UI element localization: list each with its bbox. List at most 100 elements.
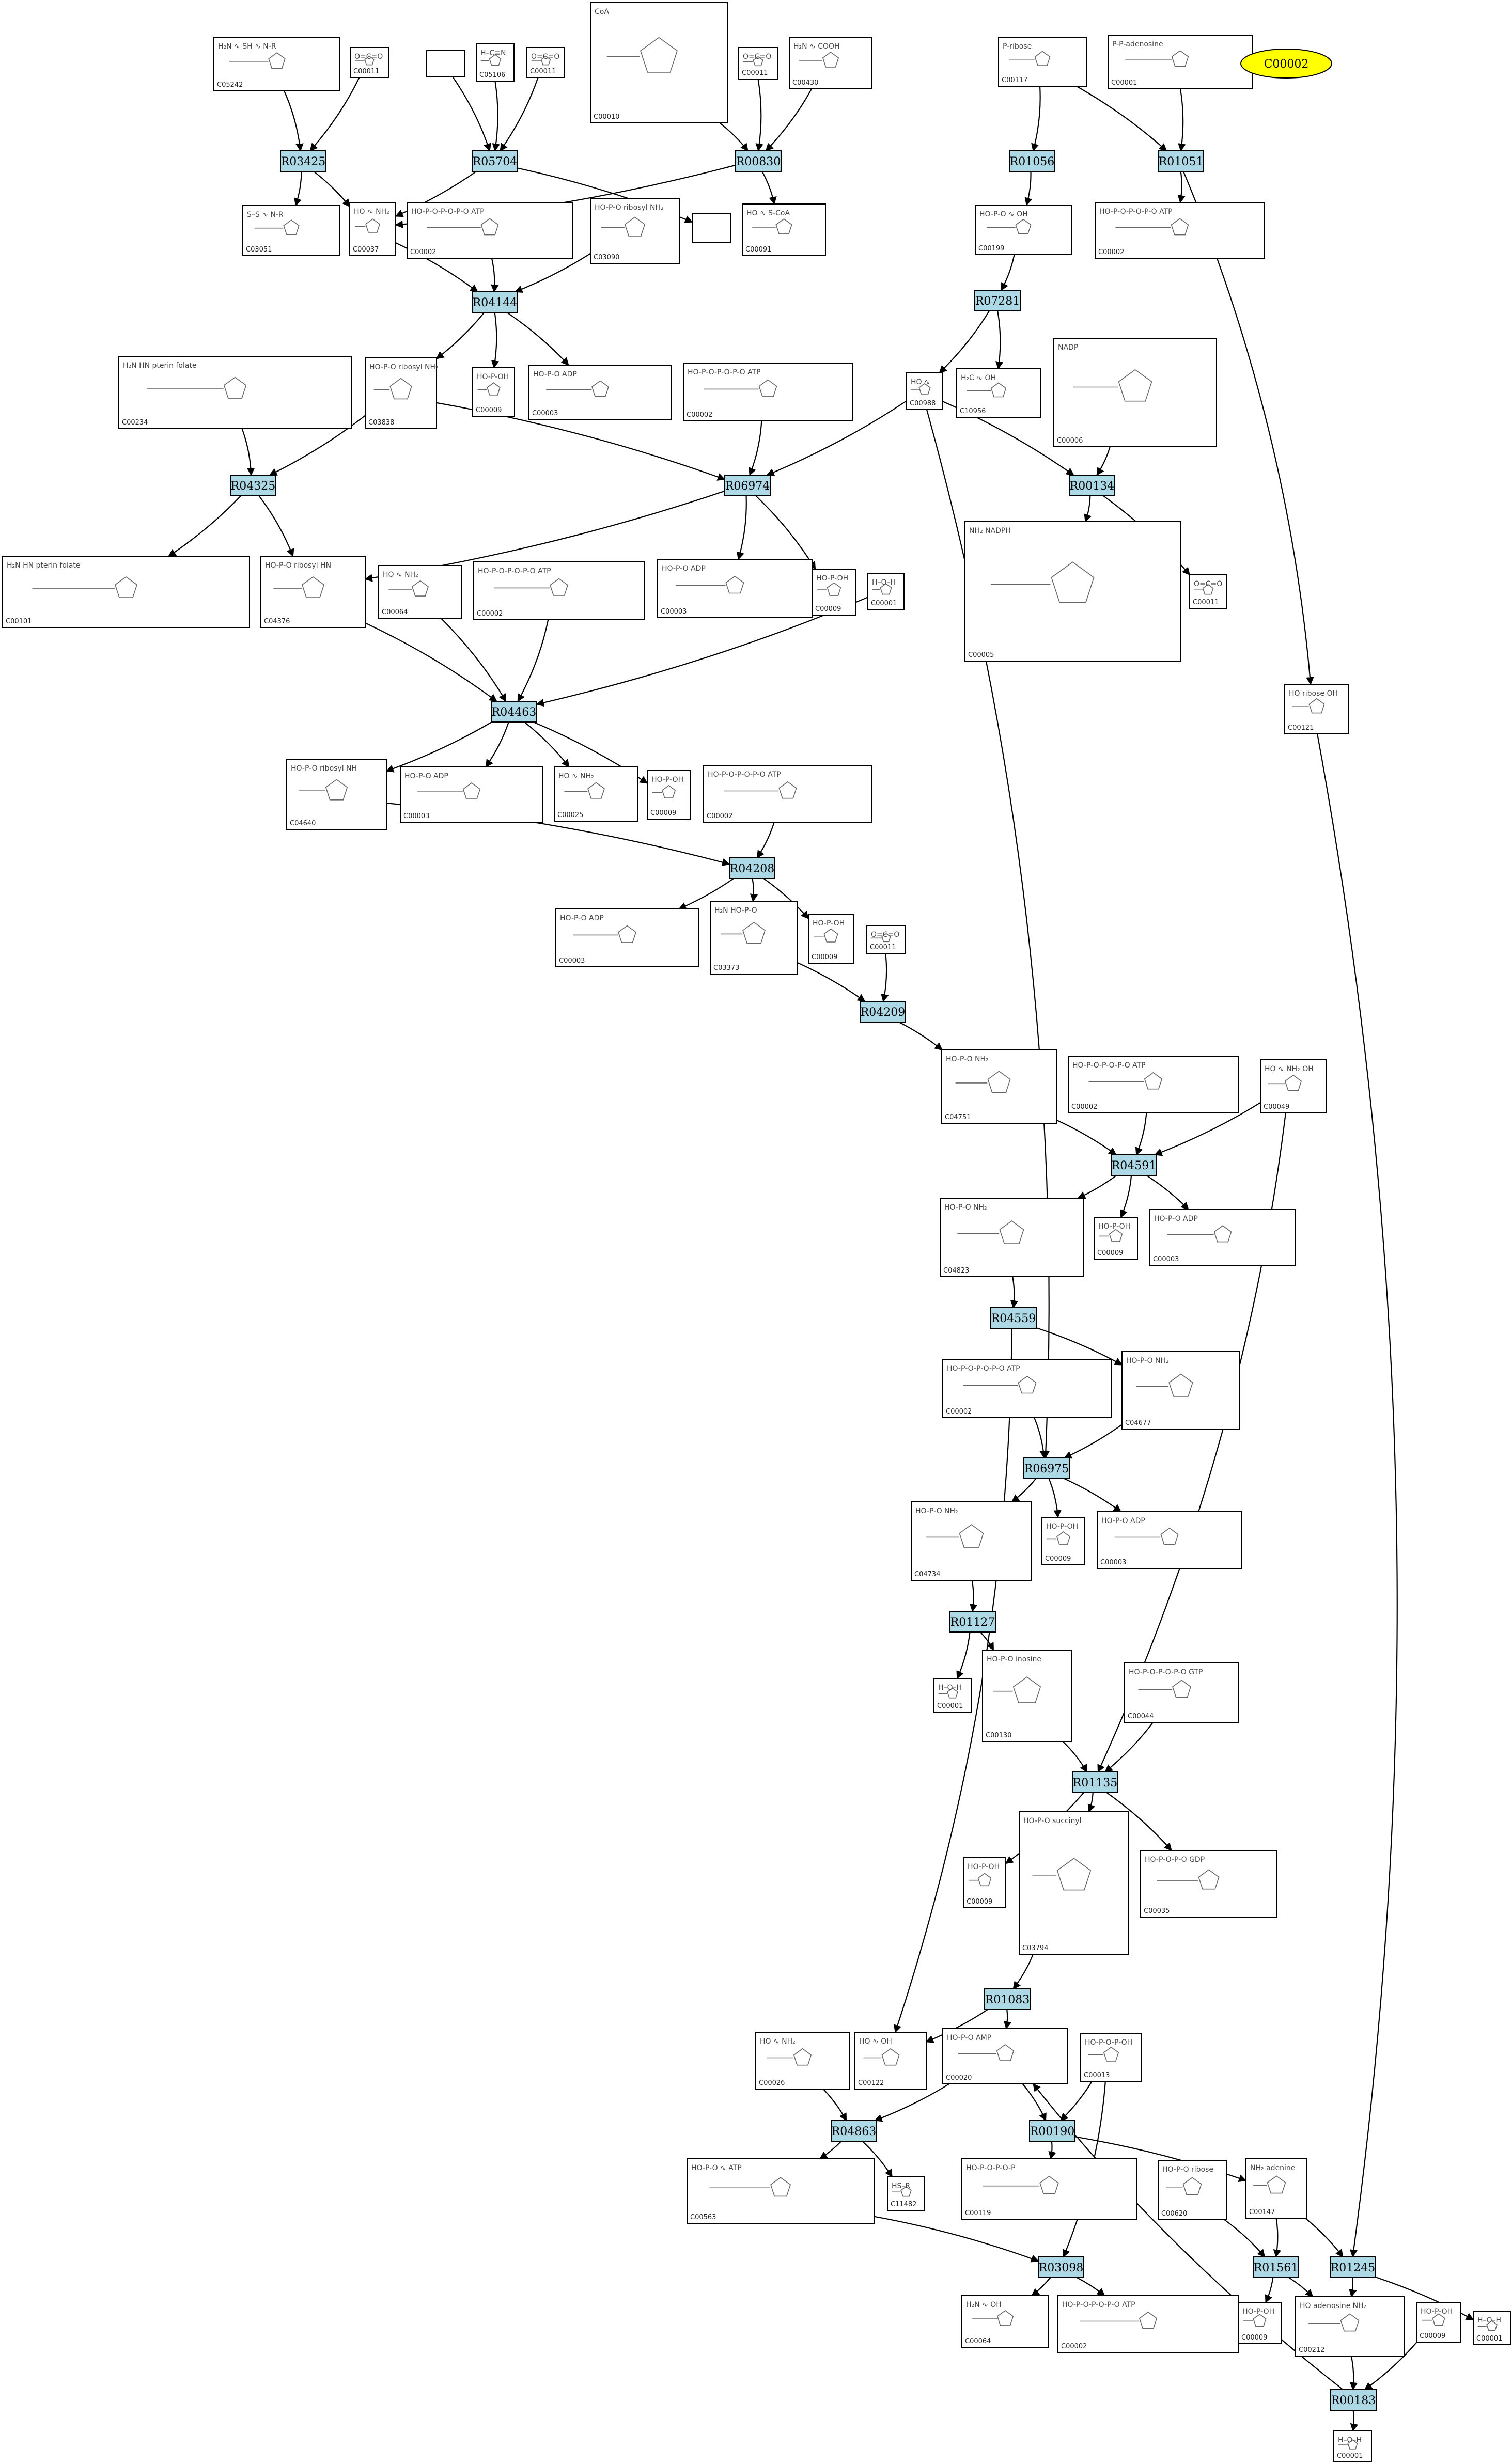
- reaction-R04863[interactable]: R04863: [831, 2120, 877, 2142]
- reaction-R07281[interactable]: R07281: [974, 290, 1021, 311]
- compound-box[interactable]: [703, 765, 872, 823]
- compound-box[interactable]: [1053, 338, 1217, 447]
- compound-box[interactable]: [738, 47, 778, 80]
- reaction-R04209[interactable]: R04209: [860, 1001, 906, 1023]
- reaction-R04591[interactable]: R04591: [1111, 1154, 1157, 1176]
- compound-box[interactable]: [1019, 1811, 1129, 1955]
- compound-box[interactable]: [349, 202, 396, 256]
- compound-box[interactable]: [963, 1857, 1006, 1908]
- reaction-R04208[interactable]: R04208: [729, 857, 775, 879]
- compound-box[interactable]: [887, 2176, 925, 2211]
- compound-box[interactable]: [687, 2158, 875, 2224]
- compound-box[interactable]: [1057, 2295, 1239, 2353]
- compound-box[interactable]: [647, 770, 691, 820]
- reaction-box[interactable]: [1069, 475, 1115, 496]
- compound-box[interactable]: [742, 203, 826, 256]
- compound-box[interactable]: [1068, 1056, 1239, 1113]
- compound-box[interactable]: [998, 37, 1087, 87]
- reaction-R00134[interactable]: R00134: [1069, 475, 1115, 496]
- reaction-box[interactable]: [1111, 1154, 1157, 1176]
- compound-box[interactable]: [1097, 1511, 1242, 1569]
- compound-box[interactable]: [1238, 2302, 1282, 2344]
- compound-box[interactable]: [1260, 1059, 1327, 1113]
- reaction-R01083[interactable]: R01083: [984, 1988, 1031, 2010]
- compound-box[interactable]: [933, 1678, 972, 1713]
- reaction-R00830[interactable]: R00830: [735, 150, 782, 172]
- reaction-R04325[interactable]: R04325: [230, 475, 276, 496]
- compound-box[interactable]: [683, 363, 853, 421]
- compound-box[interactable]: [1124, 1662, 1239, 1723]
- compound-box[interactable]: [975, 205, 1072, 255]
- reaction-R05704[interactable]: R05704: [472, 150, 518, 172]
- compound-box[interactable]: [407, 202, 573, 259]
- reaction-R00183[interactable]: R00183: [1330, 2389, 1377, 2411]
- compound-box[interactable]: [590, 2, 728, 123]
- reaction-R04463[interactable]: R04463: [491, 701, 537, 723]
- compound-box[interactable]: [982, 1650, 1072, 1742]
- compound-box[interactable]: [260, 556, 366, 628]
- compound-box[interactable]: [1333, 2430, 1372, 2462]
- reaction-R01056[interactable]: R01056: [1009, 150, 1055, 172]
- compound-box[interactable]: [1295, 2296, 1405, 2357]
- compound-box[interactable]: [1108, 35, 1253, 89]
- compound-box[interactable]: [365, 357, 437, 429]
- compound-box[interactable]: [942, 2028, 1068, 2084]
- reaction-R01561[interactable]: R01561: [1253, 2256, 1299, 2278]
- compound-box[interactable]: [1041, 1517, 1085, 1565]
- reaction-box[interactable]: [1330, 2256, 1376, 2278]
- reaction-R01135[interactable]: R01135: [1072, 1771, 1118, 1793]
- reaction-box[interactable]: [1009, 150, 1055, 172]
- reaction-box[interactable]: [1038, 2256, 1084, 2278]
- compound-box[interactable]: [213, 37, 340, 91]
- compound-box[interactable]: [2, 556, 250, 628]
- compound-box[interactable]: [1416, 2302, 1461, 2343]
- compound-box[interactable]: [473, 561, 645, 620]
- compound-box[interactable]: [1284, 684, 1349, 734]
- compound-blank1[interactable]: [426, 50, 465, 77]
- badge-ellipse[interactable]: [1240, 49, 1332, 79]
- reaction-R06975[interactable]: R06975: [1023, 1457, 1070, 1479]
- reaction-box[interactable]: [949, 1611, 996, 1633]
- compound-box[interactable]: [961, 2158, 1137, 2220]
- compound-box[interactable]: [1121, 1351, 1240, 1430]
- reaction-R00190[interactable]: R00190: [1029, 2120, 1075, 2142]
- compound-box[interactable]: [755, 2032, 850, 2090]
- reaction-box[interactable]: [491, 701, 537, 723]
- reaction-box[interactable]: [1023, 1457, 1070, 1479]
